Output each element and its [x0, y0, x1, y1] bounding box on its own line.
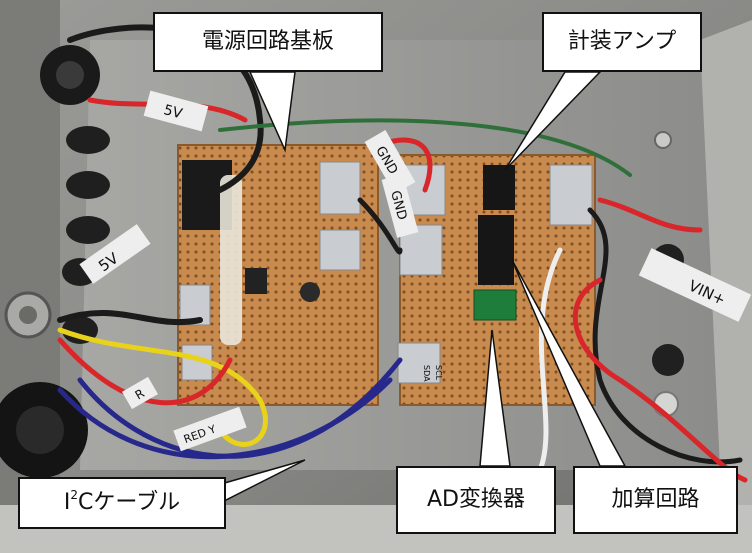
fuse: [220, 175, 242, 345]
callout-i2c-sup: 2: [70, 488, 79, 502]
callout-ad-converter: AD変換器: [396, 466, 556, 534]
callout-i2c-prefix: I: [63, 490, 71, 515]
switch: [245, 268, 267, 294]
callout-i2c-suffix: Cケーブル: [78, 490, 181, 515]
callout-power-board-text: 電源回路基板: [201, 29, 334, 54]
terminal-sda: SDA: [422, 365, 431, 382]
ad-module: [473, 289, 517, 321]
terminal-scl: SCL: [434, 365, 443, 381]
callout-power-board: 電源回路基板: [153, 12, 383, 72]
tag-gnd-2: GND: [387, 189, 409, 222]
callout-pointers: [197, 71, 627, 501]
capacitor: [300, 282, 320, 302]
callout-adder-circuit-text: 加算回路: [611, 487, 700, 512]
wire-tags: [79, 90, 752, 452]
adder-chip: [478, 215, 514, 285]
instrument-amp-chip: [483, 165, 515, 210]
panel-connectors: [0, 45, 110, 478]
callout-instrument-amp: 計装アンプ: [542, 12, 702, 72]
callout-adder-circuit: 加算回路: [573, 466, 738, 534]
tag-5v-top: 5V: [162, 102, 184, 122]
callout-ad-converter-text: AD変換器: [427, 487, 525, 512]
callout-instrument-amp-text: 計装アンプ: [567, 29, 677, 54]
